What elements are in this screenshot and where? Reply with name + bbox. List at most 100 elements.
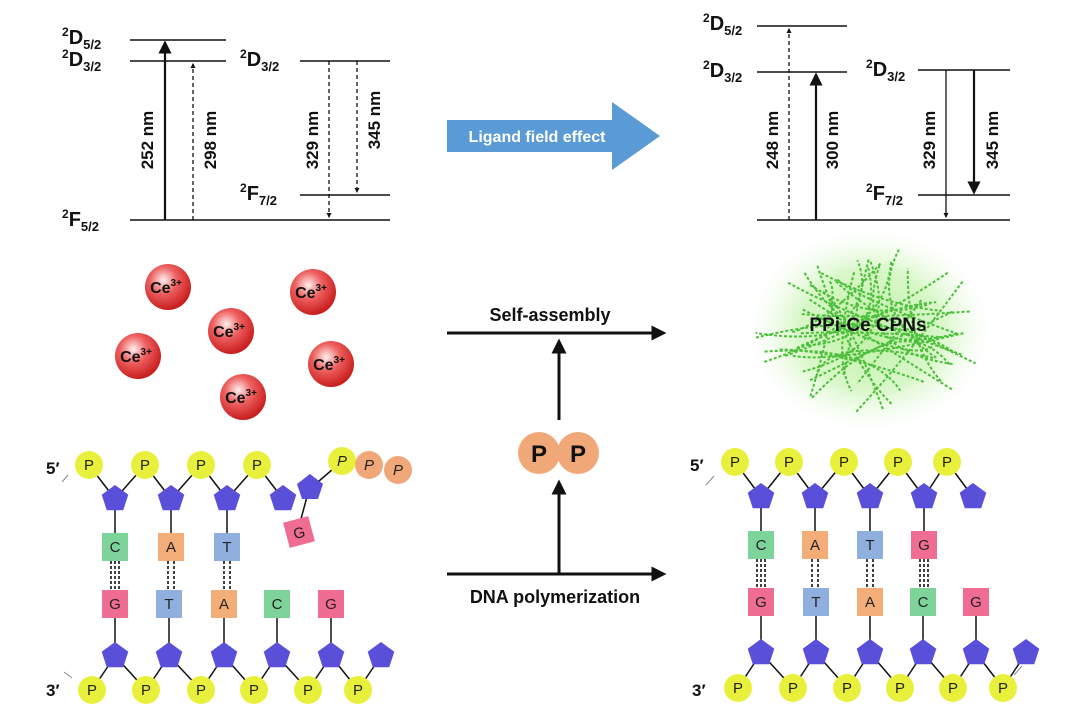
network-strand — [807, 265, 873, 347]
network-strand — [836, 278, 961, 336]
self-assembly-label: Self-assembly — [489, 305, 610, 325]
base-label: C — [918, 594, 929, 611]
phosphate-label: P — [839, 454, 849, 471]
network-strand — [856, 299, 923, 385]
transition-329-label: 329 nm — [303, 111, 322, 170]
base-label: C — [272, 596, 283, 613]
base-label: G — [109, 596, 121, 613]
phosphate-circle — [886, 674, 914, 702]
self-assembly-arrow: Self-assembly — [447, 305, 667, 341]
phosphate-label: P — [303, 682, 313, 699]
base-label: G — [918, 537, 930, 554]
label-d52-right: 2D5/2 — [703, 11, 742, 38]
base-box — [963, 588, 989, 616]
phosphate-label: P — [141, 682, 151, 699]
phosphate-circle — [933, 448, 961, 476]
sugar-pentagon — [210, 642, 238, 668]
sugar-pentagon — [959, 483, 987, 509]
network-strand — [784, 270, 950, 357]
phosphate-label: P — [196, 682, 206, 699]
phosphate-circle — [132, 676, 160, 704]
base-label: T — [811, 594, 820, 611]
ce-ion: Ce3+ — [145, 264, 191, 310]
sugar-pentagon — [747, 483, 775, 509]
sugar-pentagon — [962, 639, 990, 665]
phosphate-circle — [355, 451, 383, 479]
network-strand — [755, 323, 954, 353]
sugar-pentagon — [101, 642, 129, 668]
sugar-pentagon — [269, 485, 297, 511]
base-box — [102, 533, 128, 561]
sugar-pentagon — [157, 485, 185, 511]
transition-300-label: 300 nm — [823, 111, 842, 170]
base-box — [748, 531, 774, 559]
sugar-pentagon — [367, 642, 395, 668]
svg-text:Ce3+: Ce3+ — [295, 283, 327, 302]
phosphate-label: P — [730, 454, 740, 471]
phosphate-circle — [187, 451, 215, 479]
network-strand — [809, 310, 953, 382]
network-strand — [802, 270, 957, 341]
product-label: PPi-Ce CPNs — [809, 315, 926, 336]
pp-circle — [557, 432, 599, 474]
phosphate-circle — [884, 448, 912, 476]
base-box — [802, 531, 828, 559]
ce-ions-group: Ce3+ Ce3+ Ce3+ Ce3+ Ce3+ Ce3+ — [115, 264, 354, 420]
base-label: G — [325, 596, 337, 613]
ce-ion: Ce3+ — [208, 308, 254, 354]
network-strand — [841, 272, 856, 392]
network-strand — [820, 272, 942, 312]
dna-polymerization-label: DNA polymerization — [470, 587, 640, 607]
phosphate-circle — [78, 676, 106, 704]
sugar-pentagon — [297, 474, 323, 499]
network-strand — [809, 283, 931, 312]
energy-diagram-left: 2D5/2 2D3/2 2F5/2 2D3/2 2F7/2 252 nm 298… — [62, 25, 390, 234]
label-f72-left: 2F7/2 — [240, 181, 277, 208]
sugar-pentagon — [1012, 639, 1040, 665]
dna-polymerization-arrow: DNA polymerization — [447, 566, 667, 607]
phosphate-label: P — [353, 682, 363, 699]
base-label: C — [110, 539, 121, 556]
base-label: T — [865, 537, 874, 554]
pp-label: P — [570, 441, 586, 468]
pp-label: P — [531, 441, 547, 468]
base-box — [748, 588, 774, 616]
phosphate-circle — [240, 676, 268, 704]
phosphate-circle — [384, 456, 412, 484]
ce-ion: Ce3+ — [115, 333, 161, 379]
sugar-pentagon — [213, 485, 241, 511]
sugar-pentagon — [856, 483, 884, 509]
network-strand — [906, 268, 942, 382]
sugar-pentagon — [802, 639, 830, 665]
network-strand — [764, 349, 902, 392]
phosphate-label: P — [87, 682, 97, 699]
phosphate-label: P — [893, 454, 903, 471]
ligand-field-label: Ligand field effect — [469, 129, 607, 146]
network-strand — [763, 259, 863, 363]
network-strand — [811, 340, 951, 399]
base-label: A — [166, 539, 176, 556]
five-prime-right: 5′ — [690, 456, 704, 475]
phosphate-label: P — [84, 457, 94, 474]
svg-text:Ce3+: Ce3+ — [213, 322, 245, 341]
base-box — [911, 531, 937, 559]
ligand-field-arrow: Ligand field effect — [447, 102, 660, 170]
svg-text:Ce3+: Ce3+ — [150, 278, 182, 297]
network-strand — [802, 261, 880, 373]
sugar-pentagon — [747, 639, 775, 665]
three-prime-right: 3′ — [692, 681, 706, 700]
base-label: G — [755, 594, 767, 611]
base-box — [318, 590, 344, 618]
transition-329r-label: 329 nm — [920, 111, 939, 170]
ppi-ce-network: PPi-Ce CPNs — [750, 230, 990, 430]
network-strand — [872, 265, 953, 365]
label-f72-right: 2F7/2 — [866, 181, 903, 208]
svg-text:Ce3+: Ce3+ — [313, 355, 345, 374]
